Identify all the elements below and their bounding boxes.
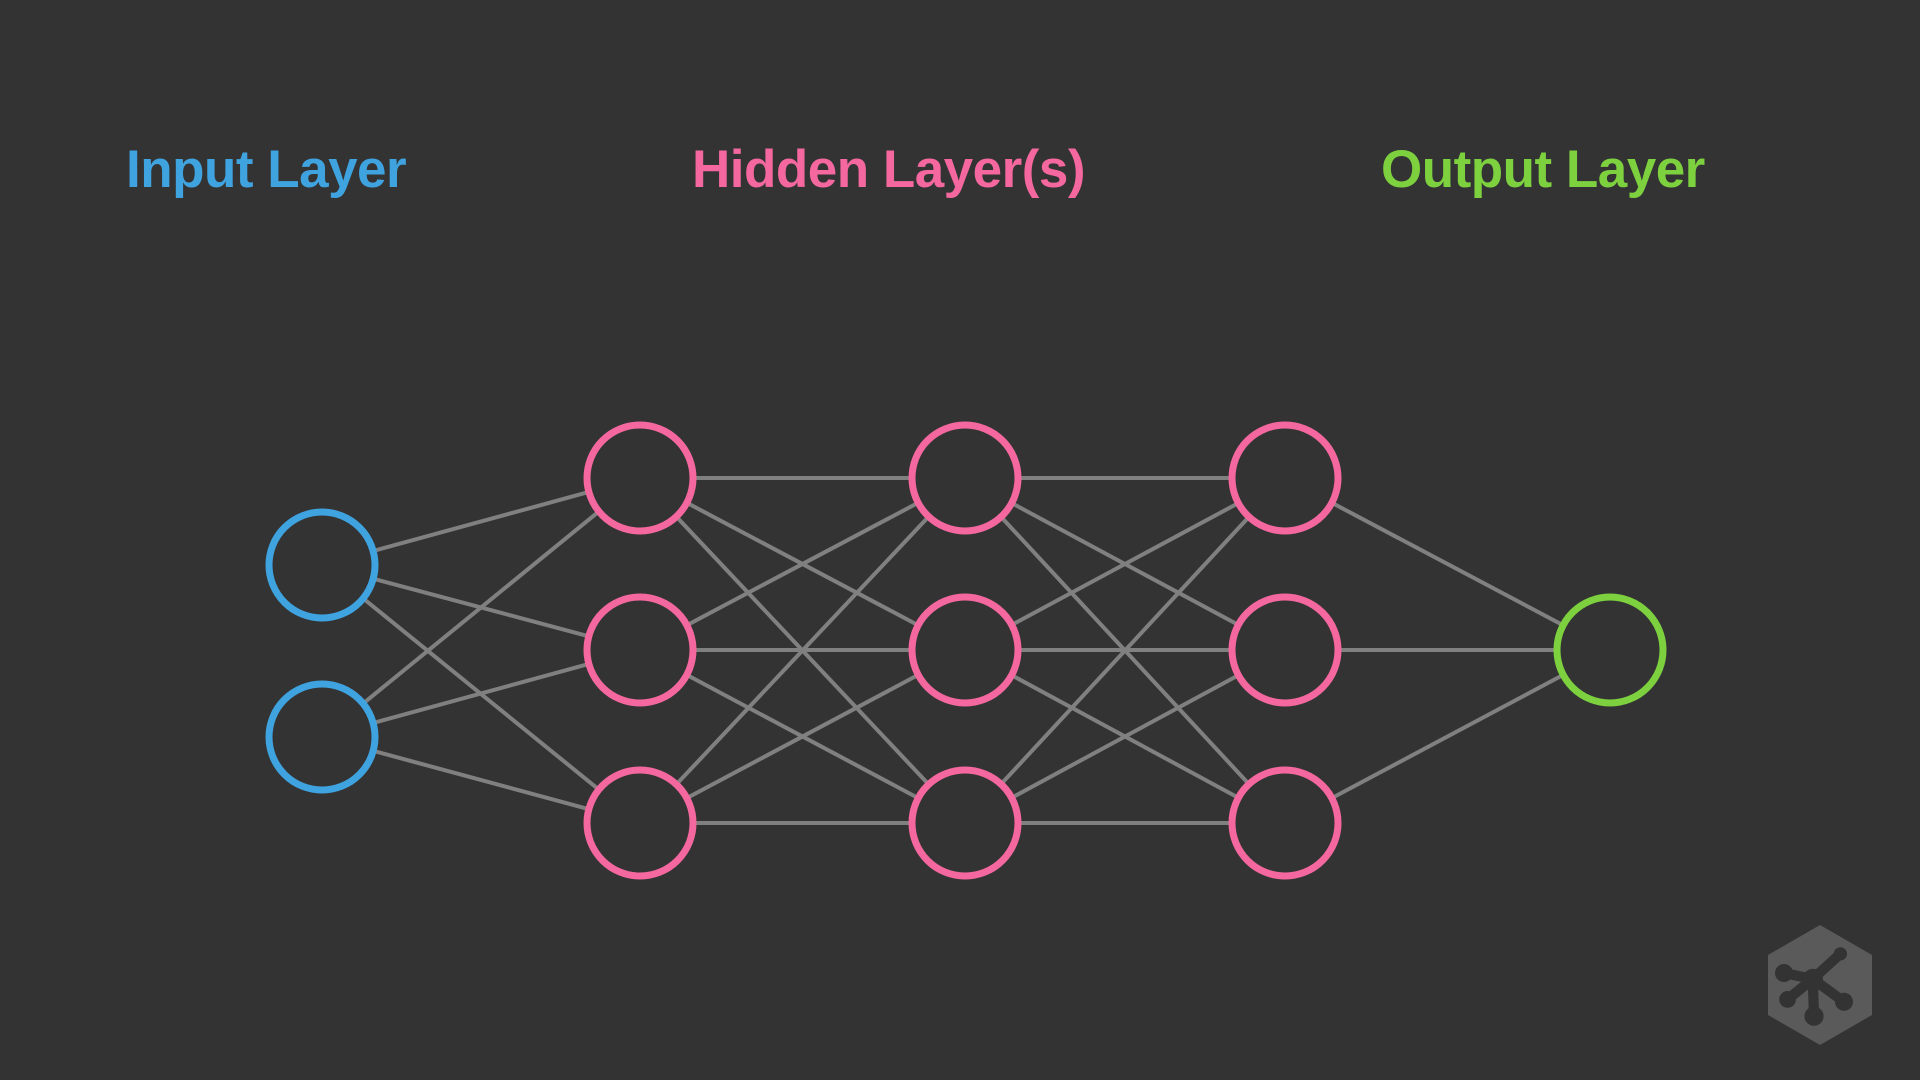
neuron-node-output-1[interactable] [1553, 593, 1667, 707]
connection-edge [372, 662, 590, 725]
neuron-soma [1802, 968, 1824, 990]
connection-edge [999, 515, 1251, 786]
neuron-node-hidden1-1[interactable] [583, 421, 697, 535]
neuron-node-input-1[interactable] [265, 508, 379, 622]
connection-edge [685, 673, 920, 800]
neuron-terminal [1833, 947, 1847, 961]
watermark-logo [1768, 925, 1872, 1045]
connection-edge [361, 509, 601, 706]
connection-edge [372, 490, 590, 553]
connection-edge [1010, 673, 1240, 800]
hidden-layer-label: Hidden Layer(s) [692, 140, 1086, 199]
connection-edge [685, 501, 920, 627]
neuron-node-hidden1-2[interactable] [583, 593, 697, 707]
neuron-terminal [1835, 992, 1853, 1011]
connection-edge [1330, 501, 1565, 627]
connection-edge [1010, 501, 1240, 627]
neuron-node-hidden2-2[interactable] [908, 593, 1022, 707]
connection-edges-group [361, 476, 1565, 825]
neuron-node-hidden2-3[interactable] [908, 766, 1022, 880]
neuron-node-hidden3-3[interactable] [1228, 766, 1342, 880]
connection-edge [674, 515, 931, 786]
output-layer-label: Output Layer [1381, 140, 1705, 199]
connection-edge [1330, 673, 1565, 800]
connection-edge [372, 748, 590, 812]
neuron-node-hidden2-1[interactable] [908, 421, 1022, 535]
input-layer-label: Input Layer [126, 140, 407, 199]
neuron-node-hidden3-2[interactable] [1228, 593, 1342, 707]
neuron-terminal [1779, 991, 1796, 1008]
neuron-nodes-group [265, 421, 1667, 880]
neuron-node-hidden3-1[interactable] [1228, 421, 1342, 535]
neuron-node-hidden1-3[interactable] [583, 766, 697, 880]
neuron-terminal [1804, 1006, 1824, 1026]
neuron-node-input-2[interactable] [265, 680, 379, 794]
neuron-terminal [1775, 964, 1793, 982]
